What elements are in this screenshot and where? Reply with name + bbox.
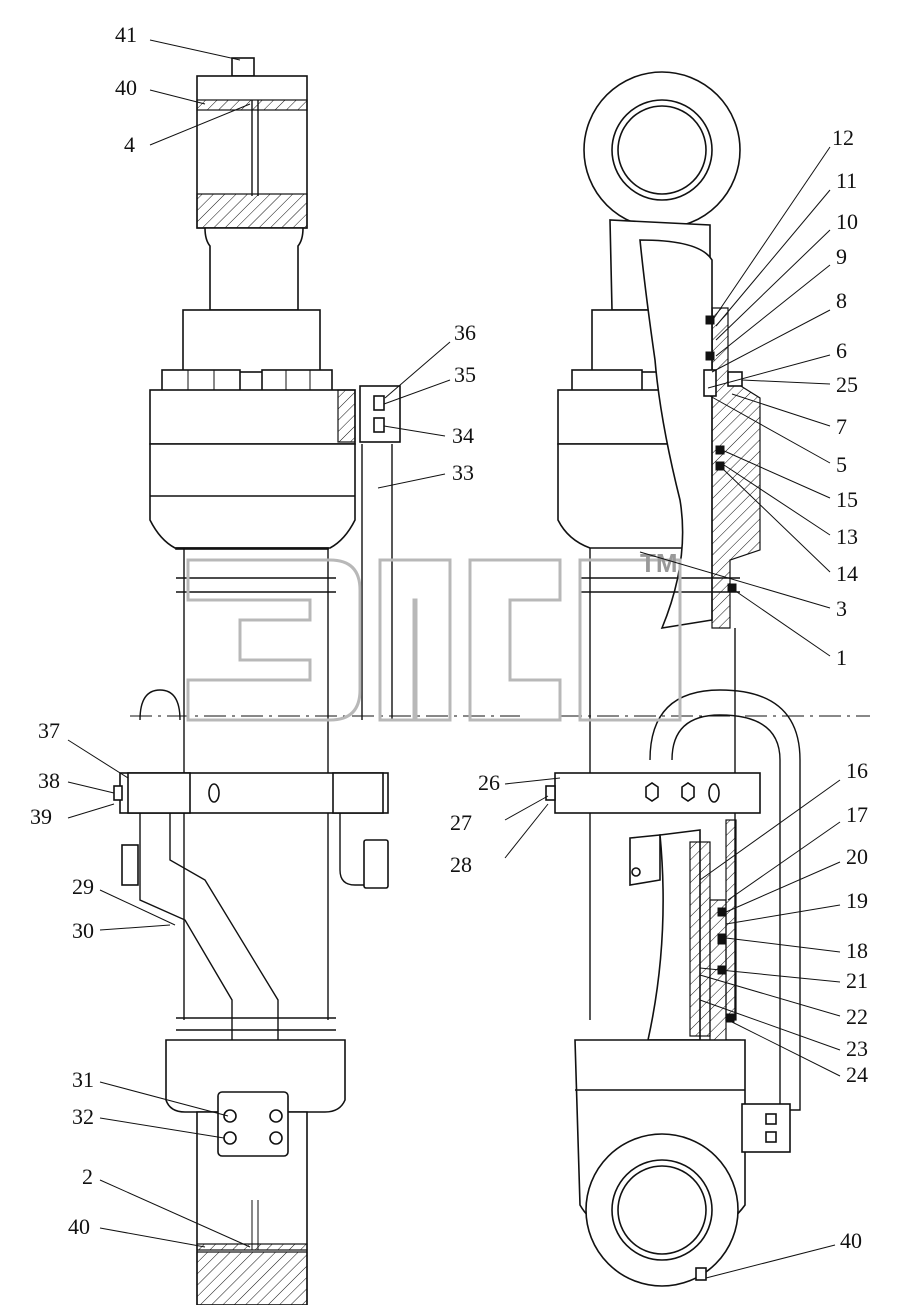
cylinder-head — [149, 389, 356, 445]
callout-23: 23 — [846, 1036, 868, 1061]
callout-13: 13 — [836, 524, 858, 549]
leaders-right — [504, 146, 841, 1279]
callout-20: 20 — [846, 844, 868, 869]
callout-27: 27 — [450, 810, 472, 835]
callout-3: 3 — [836, 596, 847, 621]
watermark-tm: TM — [640, 548, 678, 578]
callout-19: 19 — [846, 888, 868, 913]
rod-cutaway — [639, 239, 713, 630]
callout-32: 32 — [72, 1104, 94, 1129]
callout-34: 34 — [452, 423, 474, 448]
callout-33: 33 — [452, 460, 474, 485]
hydraulic-tube-33 — [361, 444, 393, 720]
callout-35: 35 — [454, 362, 476, 387]
callout-2: 2 — [82, 1164, 93, 1189]
callouts-left: 41 40 4 36 35 34 33 37 38 39 29 30 31 32… — [30, 22, 476, 1239]
flange-plate — [217, 1091, 289, 1157]
callout-1: 1 — [836, 645, 847, 670]
clamp-bolt-head — [113, 785, 123, 801]
right-head — [557, 443, 709, 549]
callout-17: 17 — [846, 802, 868, 827]
callout-31: 31 — [72, 1067, 94, 1092]
hose-clip-right — [363, 839, 389, 889]
port-block-right — [741, 1103, 791, 1153]
callout-14: 14 — [836, 561, 858, 586]
callout-6: 6 — [836, 338, 847, 363]
leaders-left — [67, 39, 451, 1248]
grease-fitting-bottom — [695, 1267, 707, 1281]
callout-9: 9 — [836, 244, 847, 269]
right-view — [545, 71, 870, 1287]
callout-12: 12 — [832, 125, 854, 150]
callout-22: 22 — [846, 1004, 868, 1029]
grease-fitting-top — [231, 57, 255, 77]
callout-21: 21 — [846, 968, 868, 993]
gland-nut — [182, 309, 321, 373]
callout-30: 30 — [72, 918, 94, 943]
callout-11: 11 — [836, 168, 857, 193]
callout-40-top: 40 — [115, 75, 137, 100]
head-bolts — [161, 369, 333, 393]
head-section-hatch — [711, 307, 761, 629]
callouts-right: 12 11 10 9 8 6 25 7 5 15 13 14 3 1 26 27… — [450, 125, 868, 1253]
callout-25: 25 — [836, 372, 858, 397]
lower-bushing-hatch — [196, 193, 308, 229]
callout-29: 29 — [72, 874, 94, 899]
callout-18: 18 — [846, 938, 868, 963]
callout-36: 36 — [454, 320, 476, 345]
callout-40-bottom: 40 — [68, 1214, 90, 1239]
callout-41: 41 — [115, 22, 137, 47]
callout-4: 4 — [124, 132, 135, 157]
port-block — [359, 385, 401, 443]
hose-loop — [649, 689, 801, 1111]
callout-5: 5 — [836, 452, 847, 477]
callout-10: 10 — [836, 209, 858, 234]
callout-8: 8 — [836, 288, 847, 313]
callout-28: 28 — [450, 852, 472, 877]
callout-26: 26 — [478, 770, 500, 795]
callout-37: 37 — [38, 718, 60, 743]
base-end-cap — [165, 1039, 346, 1113]
callout-7: 7 — [836, 414, 847, 439]
watermark: TM — [186, 548, 682, 722]
callout-16: 16 — [846, 758, 868, 783]
rod-neck — [204, 227, 304, 311]
left-view — [113, 57, 520, 1305]
callout-24: 24 — [846, 1062, 868, 1087]
callout-15: 15 — [836, 487, 858, 512]
callout-39: 39 — [30, 804, 52, 829]
callout-38: 38 — [38, 768, 60, 793]
callout-40-right: 40 — [840, 1228, 862, 1253]
